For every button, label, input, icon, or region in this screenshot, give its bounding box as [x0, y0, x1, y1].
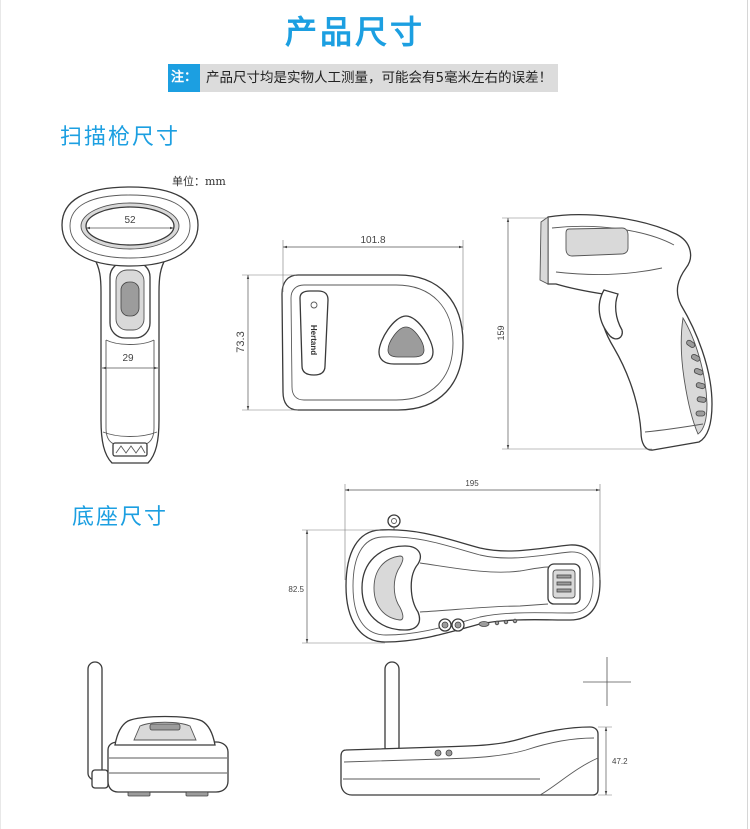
handle-channel [419, 562, 549, 613]
head-side-panel [565, 227, 629, 257]
logo-icon [310, 301, 318, 309]
base-button-center [454, 621, 462, 629]
base-side-view: 47.2 [340, 661, 628, 796]
base-foot [185, 791, 209, 797]
dimension-label-width: 73.3 [235, 331, 247, 352]
scan-window [85, 206, 175, 246]
grip-rubber [680, 316, 708, 435]
hanging-loop [387, 514, 401, 528]
base-body-front [107, 741, 229, 793]
dimension-label-base-length: 195 [465, 479, 479, 488]
handle-inner-line-left [105, 340, 115, 445]
dimension-label-handle-width: 29 [122, 353, 134, 364]
extension-lines-base-width [302, 529, 385, 644]
top-view-inner-contour [290, 284, 454, 401]
grip-ridge [696, 396, 707, 403]
extension-lines-length [282, 240, 464, 330]
cradle-slot [149, 723, 181, 731]
head-bezel [69, 194, 191, 259]
handle-base-line [102, 431, 158, 437]
status-indicator [478, 621, 490, 627]
dimension-label-base-height: 47.2 [612, 757, 628, 766]
nameplate [299, 290, 329, 376]
grip-ridge [686, 339, 696, 348]
grip-base-line [644, 423, 704, 433]
dimension-label-height: 159 [496, 325, 506, 340]
trigger-bottom-line [105, 339, 155, 345]
base-foot [127, 791, 151, 797]
extension-lines-height [502, 217, 652, 450]
connector-pins [115, 445, 146, 454]
dimension-label-head-width: 52 [124, 215, 136, 226]
status-led [512, 618, 518, 624]
base-front-view [87, 661, 229, 797]
base-button-row [438, 618, 518, 632]
antenna [87, 661, 103, 781]
trigger-window [120, 281, 140, 317]
scanner-head-cup-inner [373, 555, 404, 621]
measurement-note: 注： 产品尺寸均是实物人工测量，可能会有5毫米左右的误差！ [168, 64, 558, 92]
grip-ridge [693, 368, 704, 376]
grip-ridge [695, 410, 706, 417]
note-label: 注： [168, 64, 200, 92]
side-button [445, 749, 453, 757]
side-trigger [598, 289, 623, 340]
hanging-loop-hole [391, 518, 397, 524]
antenna-joint [91, 769, 109, 789]
charging-contact [556, 581, 572, 586]
front-scan-window [539, 216, 549, 285]
charging-contact [556, 574, 572, 579]
base-inner-contour [352, 536, 594, 636]
dimension-label-length: 101.8 [360, 235, 385, 246]
side-top-inner-line [343, 737, 595, 763]
extension-lines-width [242, 274, 298, 411]
head-underside-line [555, 267, 663, 276]
cradle-inner [133, 721, 197, 741]
side-button [434, 749, 442, 757]
note-text: 产品尺寸均是实物人工测量，可能会有5毫米左右的误差！ [200, 64, 558, 92]
extension-lines-base-height [598, 726, 612, 796]
scanner-front-view: 52 29 [61, 186, 199, 464]
charging-contact [556, 588, 572, 593]
scanner-section-heading: 扫描枪尺寸 [60, 125, 181, 150]
registration-crosshair [583, 657, 631, 706]
base-section-heading: 底座尺寸 [72, 505, 169, 530]
logo-text: Hertand [309, 325, 318, 355]
extension-lines-base-length [344, 484, 601, 580]
unit-label: 单位：mm [172, 175, 226, 188]
trigger-button-inner [387, 326, 425, 358]
handle-inner-line-right [145, 340, 155, 445]
side-rear-curve [539, 757, 599, 796]
grip-ridge [691, 353, 701, 362]
base-top-view: 195 82.5 [288, 479, 601, 644]
status-led [494, 620, 500, 626]
grip-ridge [695, 382, 706, 390]
scanner-top-view: Hertand 101.8 73.3 [235, 235, 464, 411]
base-body-side [340, 726, 599, 796]
base-button-center [441, 621, 449, 629]
dimension-label-base-width: 82.5 [288, 585, 304, 594]
page-title: 产品尺寸 [285, 13, 426, 51]
antenna [384, 661, 400, 755]
scanner-side-view: 159 [496, 214, 713, 451]
status-led [503, 619, 509, 625]
grip-ridges [686, 339, 707, 417]
